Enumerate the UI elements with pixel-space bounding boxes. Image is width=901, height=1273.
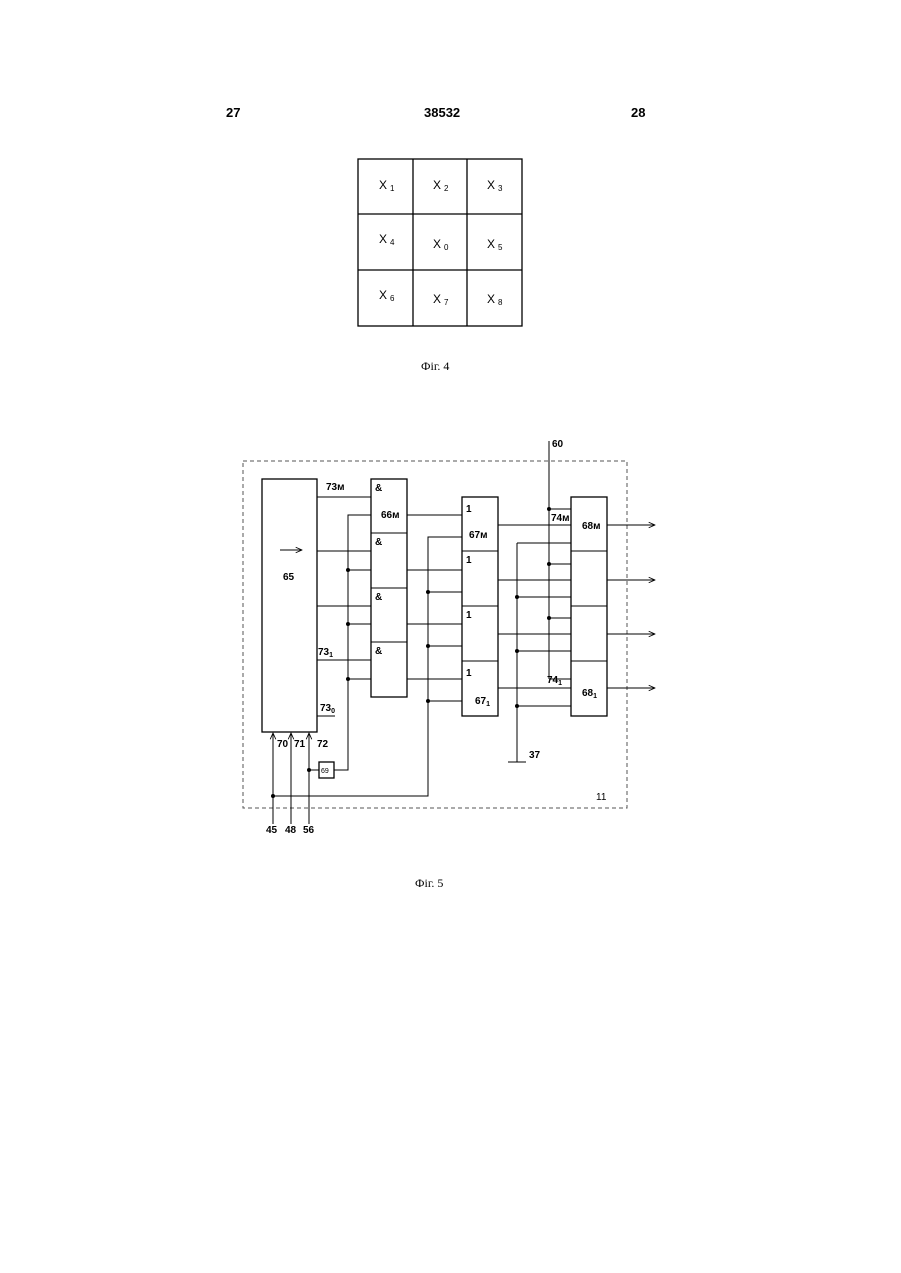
label-73-1: 731: [318, 647, 333, 659]
grid-cell-x3: X3: [487, 178, 503, 193]
grid-cell-x1: X1: [379, 178, 395, 193]
grid-cell-x4: X4: [379, 232, 395, 247]
label-72: 72: [317, 739, 329, 750]
label-45: 45: [266, 825, 278, 836]
or-symbol-2: 1: [466, 555, 472, 566]
or-symbol-3: 1: [466, 610, 472, 621]
grid-cell-x7: X7: [433, 292, 449, 307]
label-11: 11: [596, 792, 607, 803]
and-symbol-3: &: [375, 592, 382, 603]
label-56: 56: [303, 825, 315, 836]
label-73-0: 730: [320, 703, 335, 715]
label-74m: 74м: [551, 513, 570, 524]
label-67m: 67м: [469, 530, 488, 541]
fig4-cells: X1 X2 X3 X4 X0 X5 X6 X7 X8: [379, 178, 503, 307]
grid-cell-x6: X6: [379, 288, 395, 303]
label-66m: 66м: [381, 510, 400, 521]
label-65: 65: [283, 572, 295, 583]
block-65: [262, 479, 317, 732]
and-symbol-1: &: [375, 483, 382, 494]
fig4-caption: Фіг. 4: [421, 359, 449, 374]
label-60: 60: [552, 439, 564, 450]
label-71: 71: [294, 739, 306, 750]
grid-cell-x5: X5: [487, 237, 503, 252]
label-74-1: 741: [547, 675, 562, 687]
grid-cell-x2: X2: [433, 178, 449, 193]
grid-cell-x0: X0: [433, 237, 449, 252]
fig5-caption: Фіг. 5: [415, 876, 443, 891]
or-symbol-4: 1: [466, 668, 472, 679]
label-37: 37: [529, 750, 541, 761]
grid-cell-x8: X8: [487, 292, 503, 307]
and-symbol-2: &: [375, 537, 382, 548]
and-symbol-4: &: [375, 646, 382, 657]
label-70: 70: [277, 739, 289, 750]
label-69: 69: [321, 768, 329, 775]
or-symbol-1: 1: [466, 504, 472, 515]
label-48: 48: [285, 825, 297, 836]
label-68m: 68м: [582, 521, 601, 532]
label-73m: 73м: [326, 482, 345, 493]
